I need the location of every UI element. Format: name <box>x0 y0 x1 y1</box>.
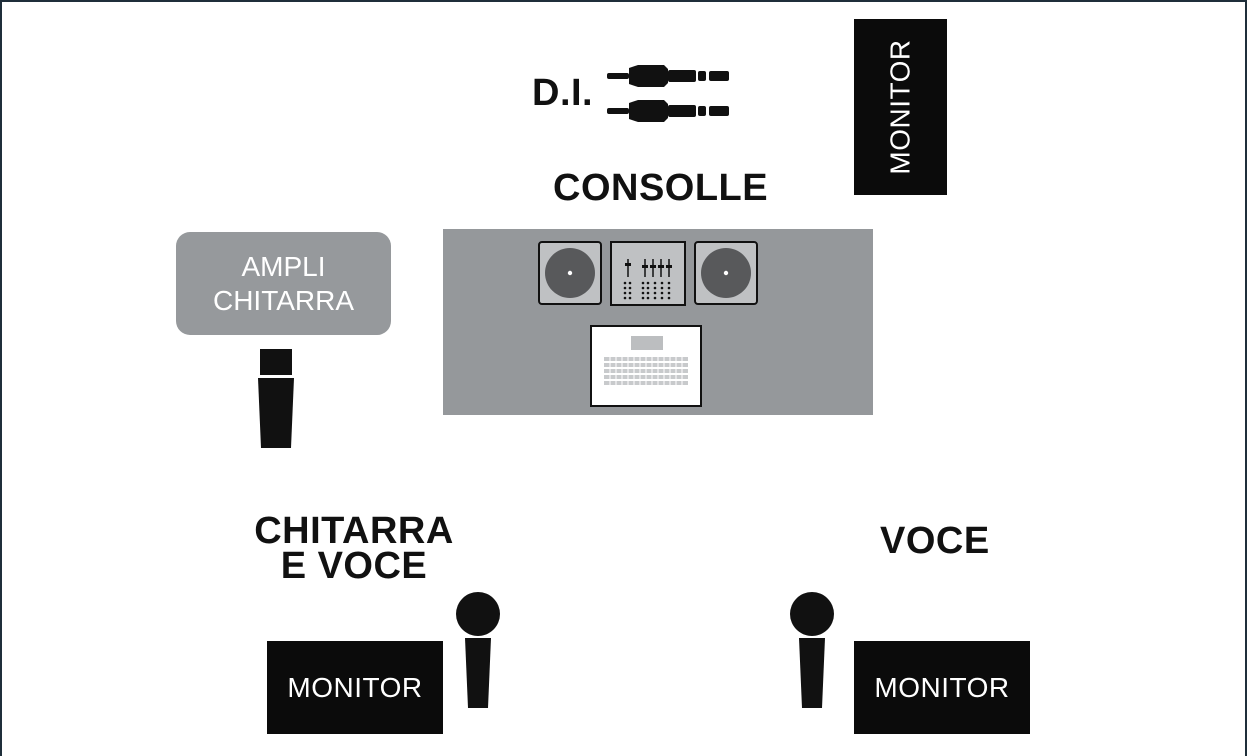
guitar-amp-label-line2: CHITARRA <box>212 284 355 316</box>
di-cable-icon <box>607 65 729 122</box>
monitor-top-label: MONITOR <box>884 39 916 175</box>
right-turntable-icon <box>694 241 758 305</box>
laptop-icon <box>590 325 702 407</box>
monitor-left-label: MONITOR <box>287 671 423 703</box>
monitor-right: MONITOR <box>854 641 1030 734</box>
voice-label: VOCE <box>880 520 990 562</box>
guitar-amp: AMPLI CHITARRA <box>176 232 391 335</box>
monitor-left: MONITOR <box>267 641 443 734</box>
amp-microphone-icon <box>258 349 294 448</box>
guitar-amp-label-line1: AMPLI <box>241 250 326 282</box>
guitar-voice-microphone-icon <box>456 592 500 708</box>
guitar-voice-label: CHITARRA E VOCE <box>234 510 474 587</box>
monitor-right-label: MONITOR <box>874 671 1010 703</box>
di-label: D.I. <box>532 72 594 114</box>
dj-setup-icon <box>538 241 758 407</box>
dj-console <box>443 229 873 415</box>
guitar-voice-label-line1: CHITARRA <box>254 510 454 552</box>
left-turntable-icon <box>538 241 602 305</box>
guitar-voice-label-line2: E VOCE <box>280 545 428 587</box>
monitor-top: MONITOR <box>854 19 947 195</box>
console-label: CONSOLLE <box>553 167 769 209</box>
mixer-icon <box>610 241 686 306</box>
voice-microphone-icon <box>790 592 834 708</box>
